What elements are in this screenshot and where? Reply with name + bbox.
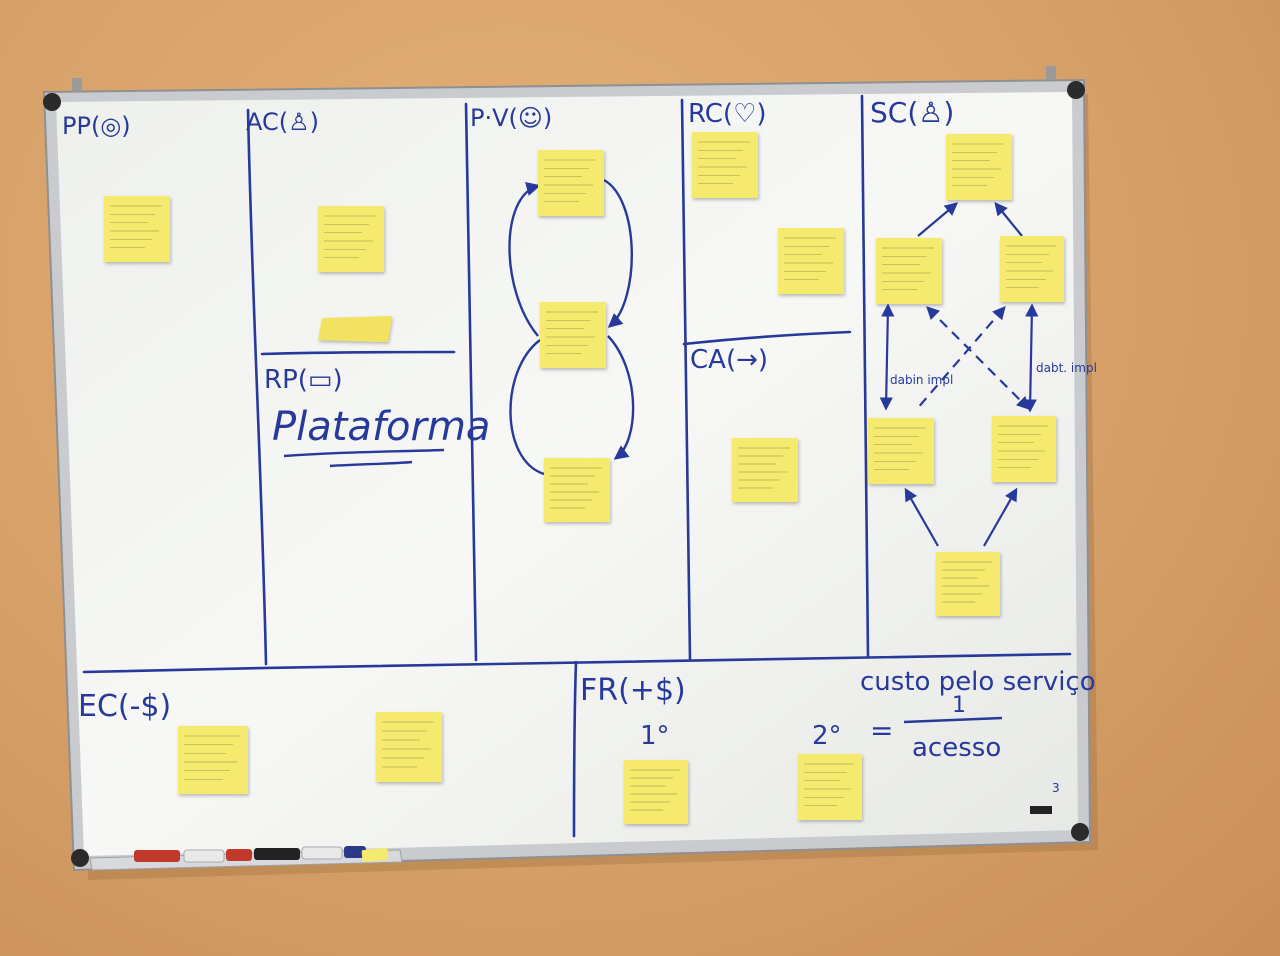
divider-rc: [680, 98, 692, 662]
platform-underline: [329, 460, 413, 468]
sticky-note[interactable]: [538, 150, 604, 216]
white-marker[interactable]: [183, 849, 225, 863]
canvas-grid: [82, 94, 1072, 838]
sticky-note-scribbles: [110, 141, 1056, 811]
revenue-second-label: 2°: [812, 721, 842, 751]
divider-rp: [260, 350, 456, 356]
divider-bottom: [572, 660, 578, 838]
sc-arrow-label-right: dabt. impl: [1036, 361, 1097, 375]
wall-hook: [1046, 66, 1056, 80]
sticky-note[interactable]: [318, 206, 384, 272]
sticky-note[interactable]: [732, 438, 798, 502]
section-label-pv: P·V(☺): [470, 104, 552, 132]
red-marker-cap: [226, 849, 252, 861]
section-label-ec: EC(-$): [78, 689, 171, 724]
section-label-ca: CA(→): [690, 345, 768, 375]
sticky-note[interactable]: [798, 754, 862, 820]
sticky-note[interactable]: [868, 418, 934, 484]
sticky-note[interactable]: [178, 726, 248, 794]
platform-underline: [283, 448, 445, 458]
section-label-rc: RC(♡): [688, 99, 767, 129]
board-brand-label: [1030, 806, 1052, 814]
fraction-bar: [903, 716, 1003, 724]
divider-sc: [860, 94, 870, 658]
blue-marker[interactable]: [344, 846, 366, 858]
sticky-note[interactable]: [946, 134, 1012, 200]
divider-pv: [464, 102, 478, 662]
revenue-heading: custo pelo serviço: [860, 667, 1096, 697]
frame-corner: [43, 93, 61, 111]
section-label-ac: AC(♙): [246, 108, 319, 136]
sticky-note-fallen: [361, 848, 389, 862]
sticky-note[interactable]: [1000, 236, 1064, 302]
wall-hook: [72, 78, 82, 92]
sticky-note[interactable]: [936, 552, 1000, 616]
platform-word: Plataforma: [272, 404, 490, 450]
revenue-denominator: acesso: [912, 733, 1001, 763]
sticky-note-folded[interactable]: [318, 316, 392, 342]
sticky-note[interactable]: [544, 458, 610, 522]
frame-corner: [1071, 823, 1089, 841]
sticky-note[interactable]: [624, 760, 688, 824]
revenue-equals: =: [870, 714, 893, 747]
sticky-note[interactable]: [376, 712, 442, 782]
sc-arrows: [879, 201, 1039, 547]
sticky-note[interactable]: [992, 416, 1056, 482]
horizontal-bottom: [82, 652, 1072, 674]
white-marker[interactable]: [301, 846, 343, 860]
sticky-note[interactable]: [692, 132, 758, 198]
section-label-fr: FR(+$): [580, 673, 686, 708]
frame-corner: [71, 849, 89, 867]
corner-number: 3: [1052, 781, 1060, 795]
sticky-note[interactable]: [104, 196, 170, 262]
sticky-note[interactable]: [778, 228, 844, 294]
divider-ca: [682, 330, 852, 346]
revenue-numerator: 1: [952, 693, 966, 718]
pv-loop-arrows: [508, 178, 635, 476]
sticky-notes: [104, 132, 1064, 824]
sc-arrow-label-left: dabin impl: [890, 373, 953, 387]
frame-corner: [1067, 81, 1085, 99]
section-label-sc: SC(♙): [870, 96, 954, 129]
sticky-note[interactable]: [876, 238, 942, 304]
divider-ac: [246, 108, 268, 666]
black-marker[interactable]: [254, 848, 300, 860]
section-label-pp: PP(◎): [62, 112, 131, 140]
sticky-note[interactable]: [540, 302, 606, 368]
section-label-rp: RP(▭): [264, 365, 343, 395]
revenue-first-label: 1°: [640, 721, 670, 751]
red-marker[interactable]: [134, 850, 180, 862]
